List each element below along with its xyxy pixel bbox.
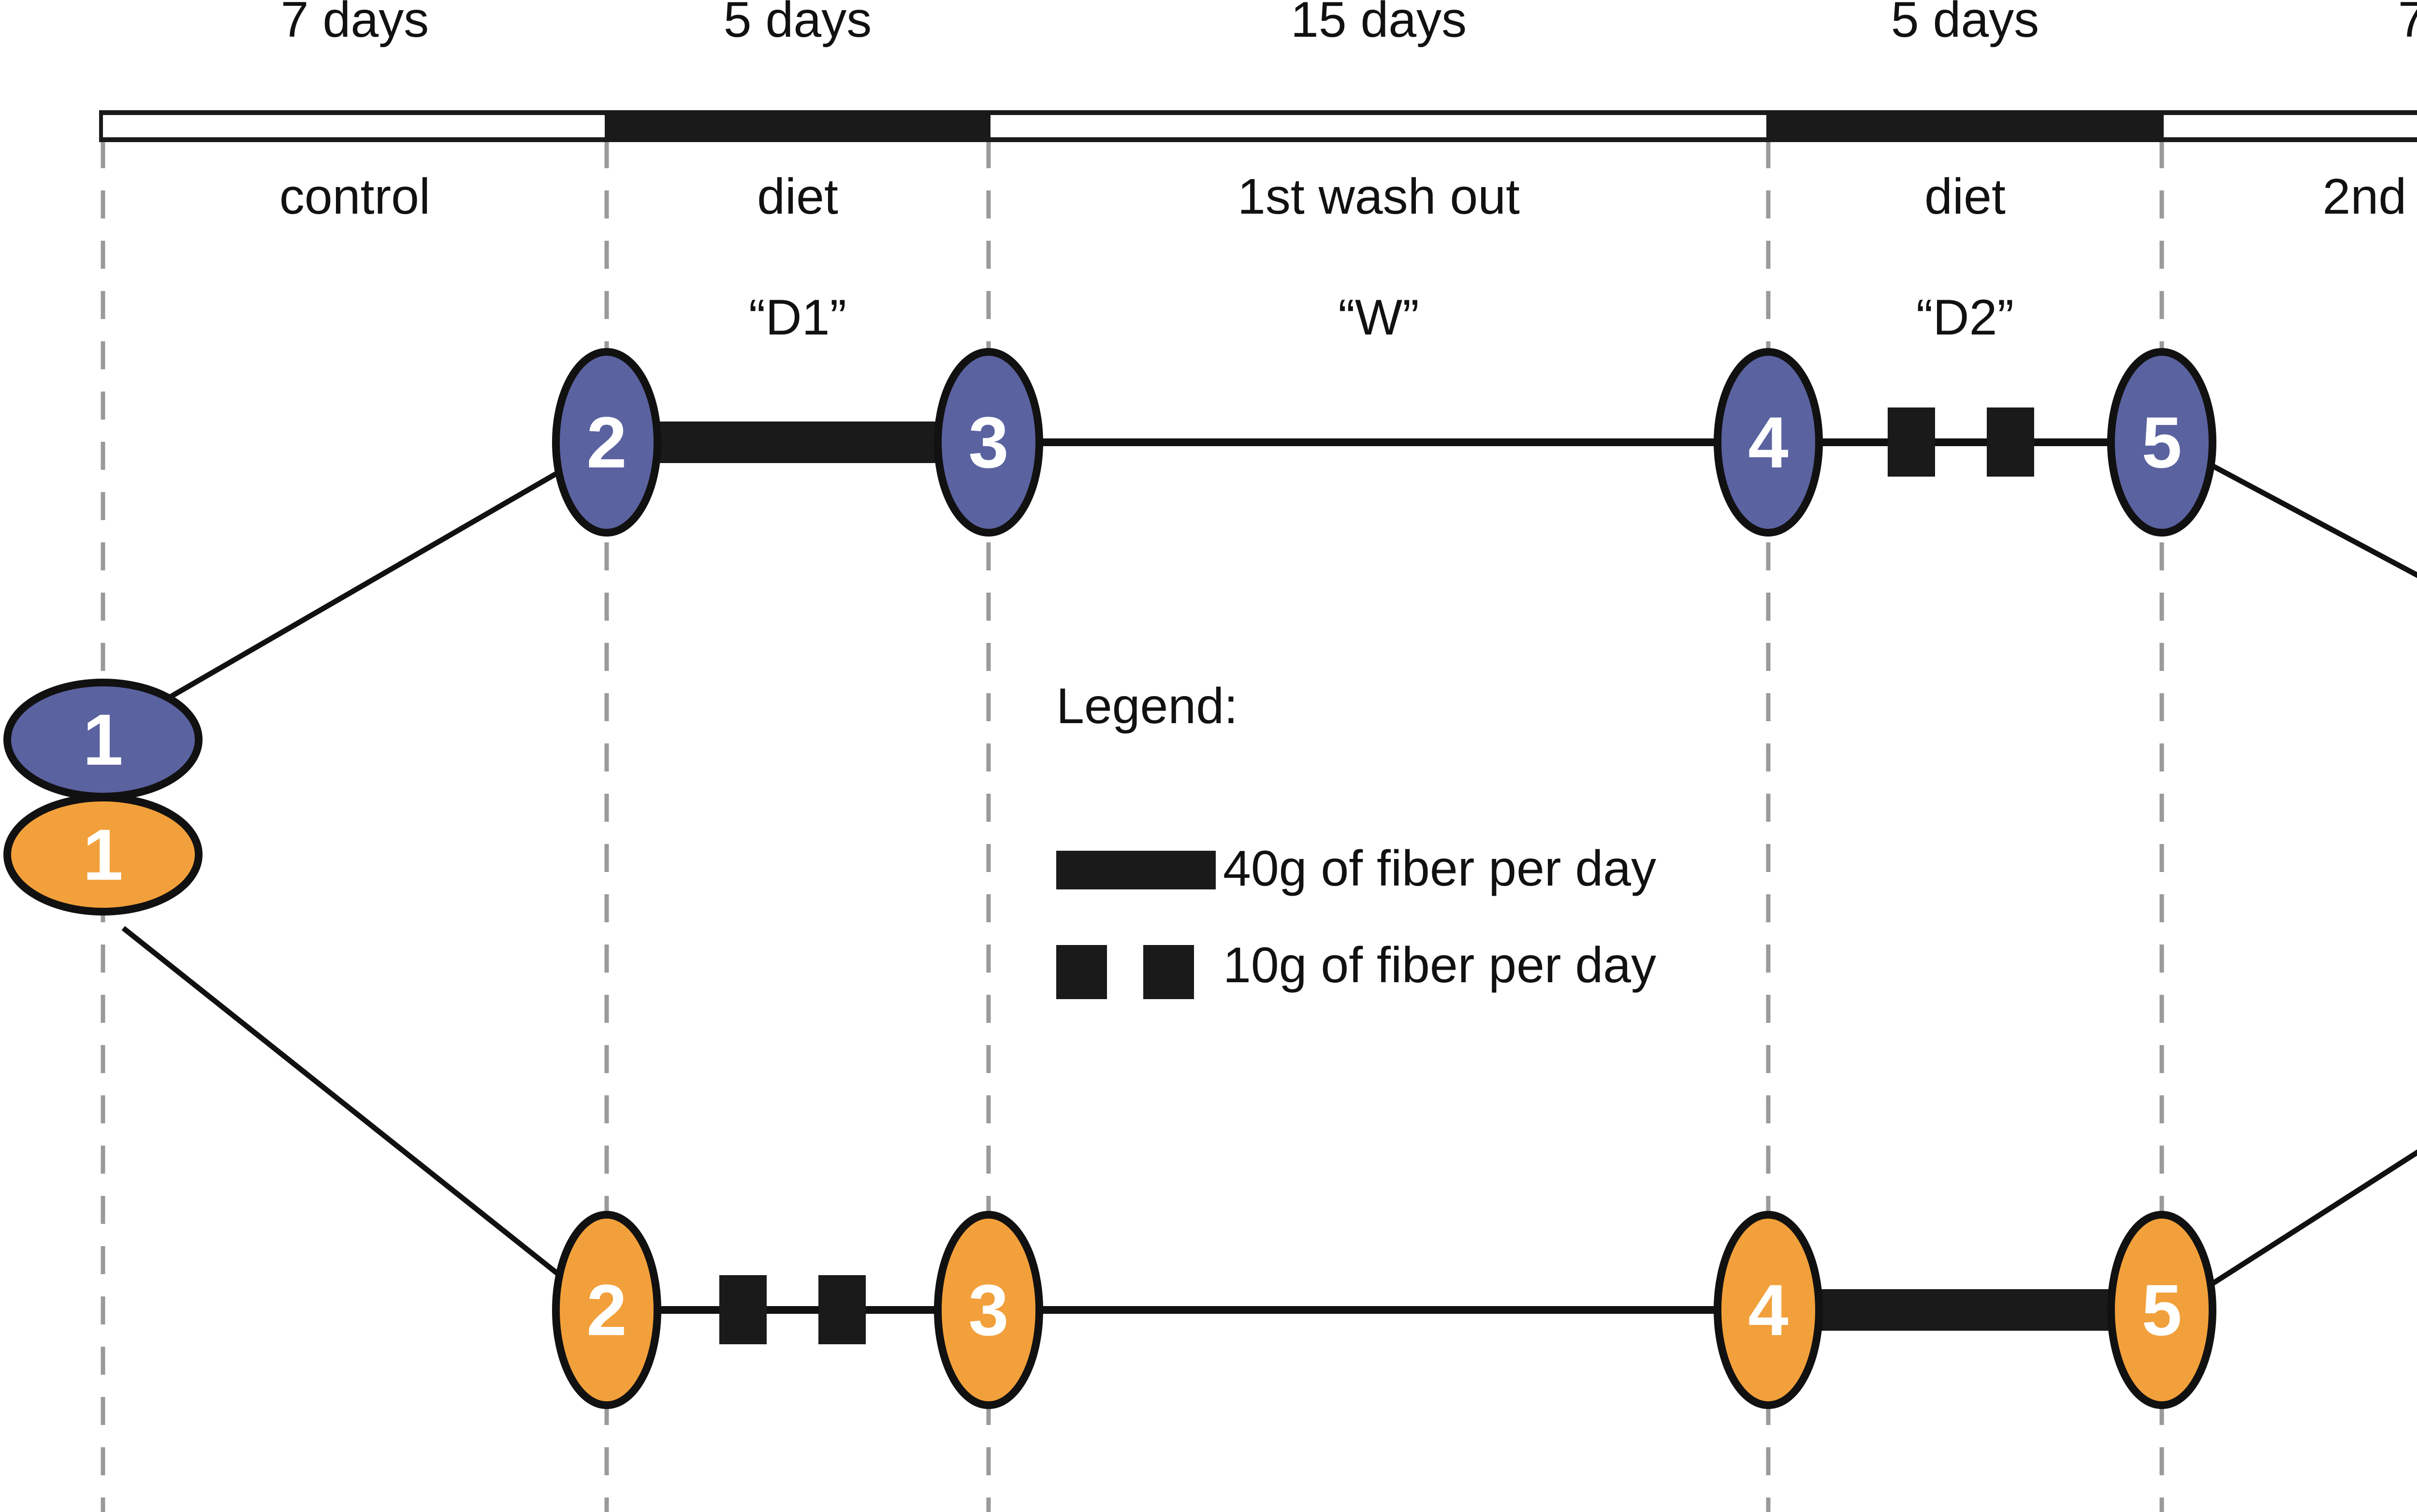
node-circle xyxy=(552,348,661,537)
link-blue-4-5-square-b xyxy=(1987,407,2034,477)
arm-orange-links xyxy=(121,926,2417,1344)
link-orange-2-3-square-a xyxy=(719,1275,767,1344)
link-blue-2-3-thick xyxy=(643,422,938,463)
node-circle xyxy=(2107,1211,2216,1409)
duration-label-control: 7 days xyxy=(280,0,429,48)
duration-label-washout1: 15 days xyxy=(1290,0,1467,48)
phase-label-washout1: 1st wash out xyxy=(1238,169,1520,225)
node-label: 4 xyxy=(1748,1269,1788,1351)
node-blue-3[interactable]: 3 xyxy=(934,348,1043,537)
timeline-segment-washout1 xyxy=(990,115,1766,137)
phase-code-w: “W” xyxy=(1338,290,1419,346)
node-orange-4[interactable]: 4 xyxy=(1714,1211,1823,1409)
duration-label-diet1: 5 days xyxy=(723,0,872,48)
link-blue-4-5-square-a xyxy=(1888,407,1935,477)
phase-label-diet2: diet xyxy=(1924,169,2006,225)
arm-blue-links xyxy=(122,407,2417,727)
phase-label-control: control xyxy=(279,169,431,225)
link-blue-5-6 xyxy=(2208,462,2417,578)
node-circle xyxy=(934,348,1043,537)
phase-code-d1: “D1” xyxy=(748,290,847,346)
node-circle xyxy=(1714,1211,1823,1409)
node-blue-4[interactable]: 4 xyxy=(1714,348,1823,537)
node-blue-5[interactable]: 5 xyxy=(2107,348,2216,537)
timeline-bar xyxy=(99,110,2417,142)
node-circle xyxy=(1714,348,1823,537)
node-circle xyxy=(552,1211,661,1409)
node-label: 1 xyxy=(83,699,123,780)
duration-label-diet2: 5 days xyxy=(1891,0,2039,48)
phase-label-diet1: diet xyxy=(757,169,838,225)
node-circle xyxy=(2107,348,2216,537)
node-label: 3 xyxy=(968,402,1008,483)
node-circle xyxy=(3,794,203,916)
node-label: 5 xyxy=(2141,402,2182,483)
legend-item-label-40g: 40g of fiber per day xyxy=(1223,841,1657,897)
node-orange-2[interactable]: 2 xyxy=(552,1211,661,1409)
legend-swatch-square-b xyxy=(1143,945,1194,999)
node-blue-1[interactable]: 1 xyxy=(3,679,203,800)
phase-code-d2: “D2” xyxy=(1916,290,2014,346)
node-blue-2[interactable]: 2 xyxy=(552,348,661,537)
node-orange-1[interactable]: 1 xyxy=(3,794,203,916)
link-orange-1-2 xyxy=(121,926,575,1288)
timeline-segment-control xyxy=(103,115,605,137)
node-label: 4 xyxy=(1748,402,1788,483)
node-circle xyxy=(934,1211,1043,1409)
node-label: 5 xyxy=(2141,1269,2182,1351)
node-orange-5[interactable]: 5 xyxy=(2107,1211,2216,1409)
node-label: 2 xyxy=(586,402,626,483)
timeline-segment-washout2 xyxy=(2164,115,2417,137)
node-label: 2 xyxy=(586,1269,626,1351)
link-blue-1-2 xyxy=(122,462,574,727)
link-orange-2-3-square-b xyxy=(818,1275,866,1344)
legend-item-label-10g: 10g of fiber per day xyxy=(1223,937,1657,993)
duration-label-washout2: 7 days xyxy=(2398,0,2417,48)
legend-title: Legend: xyxy=(1056,678,1238,734)
legend-swatch-thick-solid-bar xyxy=(1056,851,1216,889)
legend-swatch-square-a xyxy=(1056,945,1107,999)
node-label: 3 xyxy=(968,1269,1008,1351)
link-orange-5-6 xyxy=(2208,1149,2417,1288)
link-orange-4-5-thick xyxy=(1814,1289,2117,1331)
node-orange-3[interactable]: 3 xyxy=(934,1211,1043,1409)
phase-label-washout2: 2nd wash out xyxy=(2322,169,2417,225)
node-label: 1 xyxy=(83,814,123,895)
